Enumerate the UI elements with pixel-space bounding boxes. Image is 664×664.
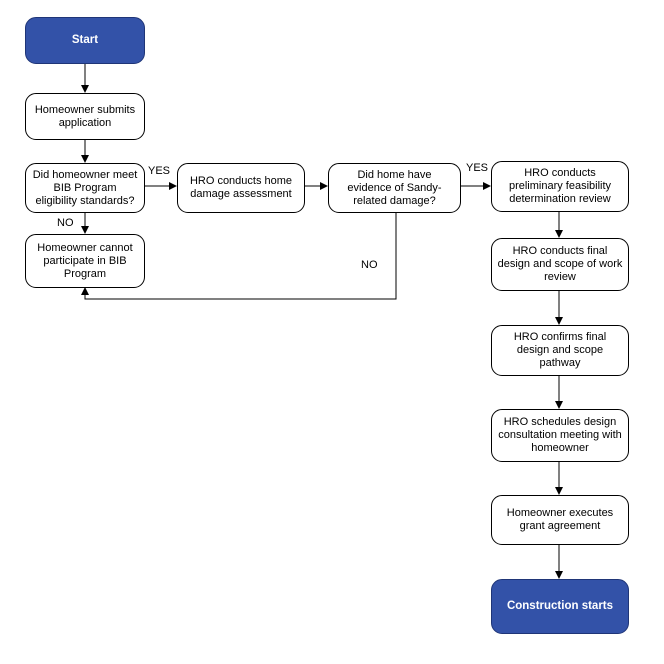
grant-agreement-node: Homeowner executes grant agreement — [491, 495, 629, 545]
arrow-sandy-cannot — [81, 213, 397, 300]
submit-application-node: Homeowner submits application — [25, 93, 145, 140]
eligibility-decision-node: Did homeowner meet BIB Program eligibili… — [25, 163, 145, 213]
cannot-participate-node: Homeowner cannot participate in BIB Prog… — [25, 234, 145, 288]
damage-assessment-node: HRO conducts home damage assessment — [177, 163, 305, 213]
confirms-pathway-node: HRO confirms final design and scope path… — [491, 325, 629, 376]
feasibility-review-node: HRO conducts preliminary feasibility det… — [491, 161, 629, 212]
start-node: Start — [25, 17, 145, 64]
no-label-sandy: NO — [361, 259, 378, 271]
construction-starts-node: Construction starts — [491, 579, 629, 634]
yes-label-sandy: YES — [466, 162, 489, 174]
final-design-review-node: HRO conducts final design and scope of w… — [491, 238, 629, 291]
sandy-damage-decision-node: Did home have evidence of Sandy- related… — [328, 163, 461, 213]
schedules-consultation-node: HRO schedules design consultation meetin… — [491, 409, 629, 462]
yes-label-eligibility: YES — [148, 165, 171, 177]
no-label-eligibility: NO — [57, 217, 74, 229]
